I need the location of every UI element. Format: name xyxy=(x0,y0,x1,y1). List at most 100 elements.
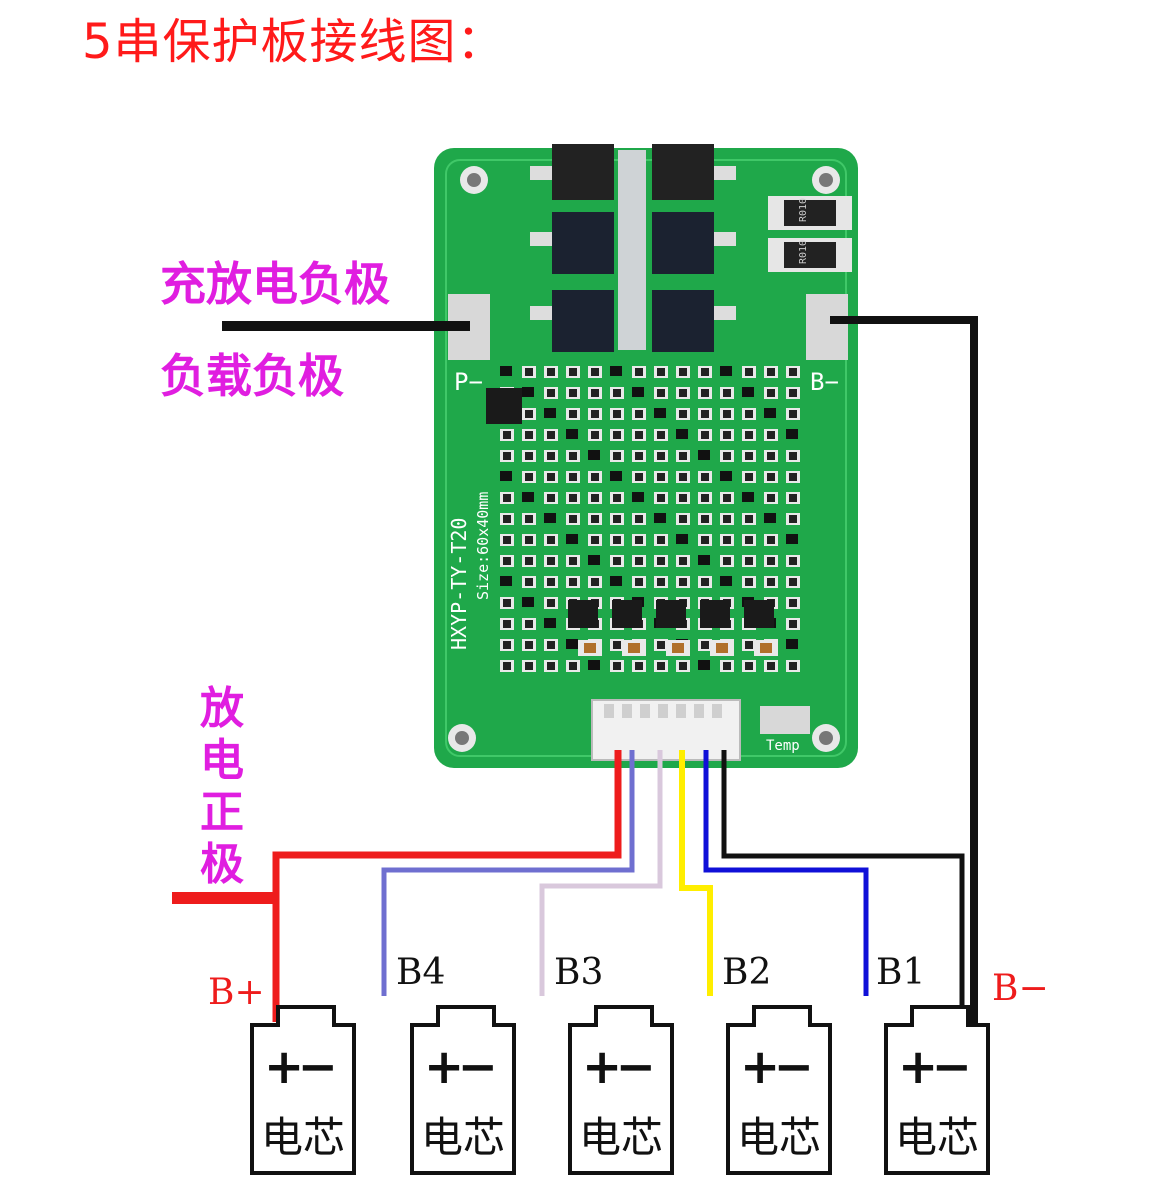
smd-part xyxy=(745,368,753,376)
board-model: HXYP-TY-T20 xyxy=(447,518,471,650)
smd-part xyxy=(767,389,775,397)
smd-part xyxy=(679,578,687,586)
smd-part xyxy=(547,494,555,502)
smd-part xyxy=(698,450,710,460)
cell-name: 电芯 xyxy=(894,1113,979,1162)
smd-part xyxy=(767,557,775,565)
smd-part xyxy=(635,431,643,439)
diagram-title: 5串保护板接线图： xyxy=(82,14,506,70)
smd-part xyxy=(676,534,688,544)
b0-sense-wire xyxy=(721,750,965,1020)
smd-part xyxy=(789,494,797,502)
smd-part xyxy=(635,452,643,460)
smd-part xyxy=(584,643,596,653)
smd-part xyxy=(635,536,643,544)
smd-part xyxy=(612,600,642,628)
smd-part xyxy=(569,515,577,523)
smd-part xyxy=(744,600,774,628)
smd-part xyxy=(613,452,621,460)
smd-part xyxy=(503,557,511,565)
cell-positive-sign: + xyxy=(424,1039,465,1095)
smd-part xyxy=(503,431,511,439)
smd-part xyxy=(701,431,709,439)
smd-part xyxy=(698,555,710,565)
battery-cell-2: + − 电芯 xyxy=(410,1005,516,1175)
battery-cell-5: + − 电芯 xyxy=(884,1005,990,1175)
smd-part xyxy=(591,431,599,439)
smd-part xyxy=(613,641,621,649)
smd-part xyxy=(566,534,578,544)
smd-part xyxy=(745,641,753,649)
b-plus-label: B+ xyxy=(208,972,265,1013)
smd-part xyxy=(522,597,534,607)
smd-part xyxy=(723,389,731,397)
cell-negative-sign: − xyxy=(615,1039,656,1095)
smd-part xyxy=(657,578,665,586)
smd-part xyxy=(723,452,731,460)
smd-part xyxy=(723,431,731,439)
smd-part xyxy=(525,641,533,649)
cell-terminal xyxy=(276,1005,336,1027)
smd-part xyxy=(716,643,728,653)
cell-negative-sign: − xyxy=(457,1039,498,1095)
smd-part xyxy=(789,557,797,565)
cell-name: 电芯 xyxy=(736,1113,821,1162)
smd-part xyxy=(679,494,687,502)
smd-part xyxy=(656,600,686,628)
smd-part xyxy=(745,557,753,565)
discharge-positive-char-2: 电 xyxy=(200,735,244,786)
smd-part xyxy=(628,643,640,653)
cell-terminal xyxy=(436,1005,496,1027)
pad-p-label: P− xyxy=(454,368,483,396)
smd-part xyxy=(547,473,555,481)
smd-part xyxy=(789,599,797,607)
smd-part xyxy=(657,536,665,544)
smd-part xyxy=(525,620,533,628)
smd-part xyxy=(786,429,798,439)
smd-part xyxy=(525,662,533,670)
smd-part xyxy=(566,429,578,439)
smd-part xyxy=(544,408,556,418)
smd-part xyxy=(503,641,511,649)
smd-part xyxy=(640,704,650,718)
smd-part xyxy=(547,452,555,460)
smd-part xyxy=(525,452,533,460)
smd-part xyxy=(525,368,533,376)
mosfet-array xyxy=(530,144,736,352)
smd-part xyxy=(569,494,577,502)
smd-part xyxy=(723,410,731,418)
smd-part xyxy=(613,662,621,670)
smd-part xyxy=(676,704,686,718)
smd-part xyxy=(635,578,643,586)
b3-label: B3 xyxy=(554,952,604,993)
smd-part xyxy=(723,515,731,523)
smd-part xyxy=(591,515,599,523)
smd-part xyxy=(657,389,665,397)
smd-part xyxy=(701,515,709,523)
smd-part xyxy=(569,557,577,565)
b1-wire xyxy=(703,750,869,996)
smd-part xyxy=(500,471,512,481)
smd-part xyxy=(503,599,511,607)
smd-part xyxy=(745,662,753,670)
smd-part xyxy=(522,492,534,502)
smd-part xyxy=(701,494,709,502)
b4-label: B4 xyxy=(396,952,446,993)
smd-part xyxy=(789,515,797,523)
charge-discharge-negative-label: 充放电负极 xyxy=(160,257,390,311)
smd-part xyxy=(635,368,643,376)
smd-part xyxy=(591,389,599,397)
smd-part xyxy=(635,410,643,418)
smd-part xyxy=(745,515,753,523)
smd-part xyxy=(503,662,511,670)
smd-part xyxy=(547,536,555,544)
pad-b-label: B− xyxy=(810,368,839,396)
cell-negative-sign: − xyxy=(773,1039,814,1095)
wires xyxy=(172,316,978,1024)
smd-part xyxy=(701,389,709,397)
smd-part xyxy=(720,471,732,481)
smd-part xyxy=(789,578,797,586)
smd-part xyxy=(635,473,643,481)
